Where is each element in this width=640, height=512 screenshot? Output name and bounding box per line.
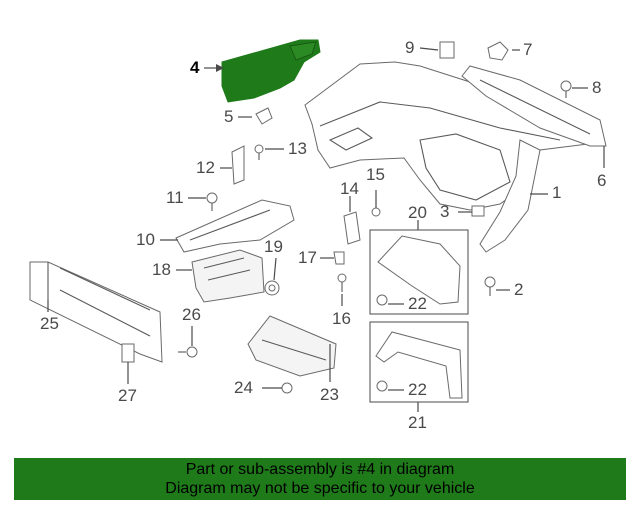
part-3-clip[interactable] — [471, 205, 485, 217]
part-17-clip[interactable] — [333, 251, 345, 265]
part-5-clip[interactable] — [255, 107, 273, 125]
callout-8[interactable]: 8 — [592, 78, 602, 97]
callout-2[interactable]: 2 — [514, 280, 524, 299]
part-27-bracket[interactable] — [121, 343, 135, 363]
banner-line-1: Part or sub-assembly is #4 in diagram — [185, 461, 455, 478]
part-22b-pin[interactable] — [376, 380, 388, 392]
callout-15[interactable]: 15 — [366, 165, 385, 184]
notice-banner: Part or sub-assembly is #4 in diagram Di… — [14, 458, 626, 500]
part-18-panel[interactable] — [191, 249, 265, 303]
callout-7[interactable]: 7 — [523, 40, 533, 59]
part-4-highlighted[interactable] — [221, 39, 321, 103]
callout-22-upper[interactable]: 22 — [408, 294, 427, 313]
part-15-screw[interactable] — [371, 207, 381, 217]
part-9-bracket[interactable] — [439, 41, 455, 59]
part-21-box — [369, 321, 469, 403]
callout-23[interactable]: 23 — [320, 385, 339, 404]
part-21-trim[interactable] — [375, 331, 463, 399]
part-19-grommet[interactable] — [264, 280, 280, 296]
callout-25[interactable]: 25 — [40, 314, 59, 333]
part-13-screw[interactable] — [254, 144, 264, 160]
callout-13[interactable]: 13 — [288, 139, 307, 158]
part-8-bolt[interactable] — [560, 80, 572, 98]
callout-1[interactable]: 1 — [552, 183, 562, 202]
callout-14[interactable]: 14 — [340, 179, 359, 198]
callout-16[interactable]: 16 — [332, 309, 351, 328]
part-20-box — [369, 229, 469, 315]
callout-11[interactable]: 11 — [166, 188, 184, 207]
callout-22-lower[interactable]: 22 — [408, 380, 427, 399]
part-25-impact-beam[interactable] — [29, 261, 163, 363]
part-6-strip[interactable] — [461, 65, 607, 147]
callout-5[interactable]: 5 — [224, 107, 234, 126]
banner-line-2: Diagram may not be specific to your vehi… — [165, 480, 475, 497]
callout-17[interactable]: 17 — [298, 248, 317, 267]
part-23-tray[interactable] — [247, 315, 337, 377]
callout-12[interactable]: 12 — [196, 158, 215, 177]
part-22a-pin[interactable] — [376, 294, 388, 306]
callout-9[interactable]: 9 — [405, 38, 415, 57]
callout-20[interactable]: 20 — [408, 203, 427, 222]
part-14-bracket[interactable] — [343, 211, 361, 245]
callout-3[interactable]: 3 — [440, 202, 450, 221]
callout-21[interactable]: 21 — [408, 413, 427, 432]
leader-lines — [47, 47, 605, 412]
callout-10[interactable]: 10 — [136, 230, 155, 249]
part-20-cover[interactable] — [377, 235, 461, 305]
callout-18[interactable]: 18 — [152, 260, 171, 279]
callout-6[interactable]: 6 — [597, 171, 607, 190]
part-26-bolt[interactable] — [178, 346, 198, 358]
part-2-pin[interactable] — [484, 276, 496, 296]
part-12-bracket[interactable] — [231, 145, 245, 185]
callout-24[interactable]: 24 — [234, 378, 253, 397]
part-16-pin[interactable] — [337, 273, 347, 292]
callout-4[interactable]: 4 — [190, 58, 200, 77]
part-24-screw[interactable] — [281, 382, 293, 394]
callout-26[interactable]: 26 — [182, 305, 201, 324]
callout-27[interactable]: 27 — [118, 386, 137, 405]
part-7-clip[interactable] — [487, 41, 509, 61]
callout-19[interactable]: 19 — [264, 237, 283, 256]
part-11-screw[interactable] — [206, 192, 218, 211]
part-10-bracket[interactable] — [175, 199, 295, 253]
